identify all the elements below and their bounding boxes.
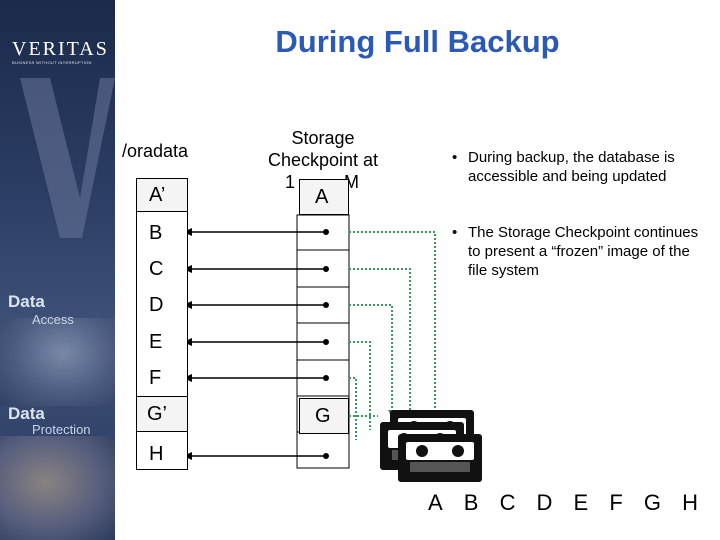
backup-block-h: H xyxy=(682,490,698,515)
backup-block-e: E xyxy=(573,490,589,515)
bullet-1: • During backup, the database is accessi… xyxy=(452,148,712,186)
protection-photo xyxy=(0,436,115,540)
bullet-1-text: During backup, the database is accessibl… xyxy=(468,149,675,185)
oradata-header: /oradata xyxy=(122,141,189,161)
slide-title: During Full Backup xyxy=(275,24,560,59)
checkpoint-block-g: G xyxy=(299,398,349,434)
bullet-1-marker: • xyxy=(452,149,458,166)
data-access-title: Data xyxy=(8,292,45,311)
tape-cartridges-icon xyxy=(380,410,482,482)
data-access-sub: Access xyxy=(32,312,74,327)
checkpoint-block-g-label: G xyxy=(315,405,331,427)
oradata-block-h-label: H xyxy=(149,443,164,465)
checkpoint-block-a: A xyxy=(299,179,349,215)
oradata-block-e-label: E xyxy=(149,331,163,353)
veritas-v-watermark xyxy=(20,78,115,238)
oradata-block-d-label: D xyxy=(149,294,164,316)
bullet-2: • The Storage Checkpoint continues to pr… xyxy=(452,223,712,280)
backup-block-d: D xyxy=(536,490,553,515)
data-protection-sub: Protection xyxy=(32,422,91,437)
backup-block-b: B xyxy=(463,490,479,515)
backup-block-c: C xyxy=(499,490,516,515)
backup-block-f: F xyxy=(609,490,623,515)
checkpoint-header-line3a: 1 xyxy=(285,172,296,192)
bullet-2-text: The Storage Checkpoint continues to pres… xyxy=(468,224,699,279)
backup-block-a: A xyxy=(428,490,443,515)
oradata-block-c-label: C xyxy=(149,258,164,280)
veritas-logo: VERITAS xyxy=(12,38,109,60)
oradata-block-a-label: A’ xyxy=(149,184,166,206)
logo-tagline: BUSINESS WITHOUT INTERRUPTION xyxy=(12,60,92,65)
oradata-block-g-label: G’ xyxy=(147,403,167,425)
oradata-block-f-label: F xyxy=(149,367,162,389)
access-photo xyxy=(0,318,115,406)
oradata-block-b-label: B xyxy=(149,222,163,244)
sidebar: VERITAS BUSINESS WITHOUT INTERRUPTION Da… xyxy=(0,0,115,540)
checkpoint-header-line2: Checkpoint at xyxy=(267,150,379,170)
checkpoint-block-a-label: A xyxy=(315,186,329,208)
checkpoint-header: Storage Checkpoint at 1 M xyxy=(258,127,388,193)
backup-blocks-row: A B C D E F G H xyxy=(428,490,698,516)
backup-block-g: G xyxy=(643,490,661,515)
bullet-2-marker: • xyxy=(452,224,458,241)
oradata-block-a: A’ xyxy=(136,178,188,212)
checkpoint-header-line1: Storage xyxy=(291,128,355,148)
oradata-block-g: G’ xyxy=(136,396,188,432)
data-protection-title: Data xyxy=(8,404,45,423)
